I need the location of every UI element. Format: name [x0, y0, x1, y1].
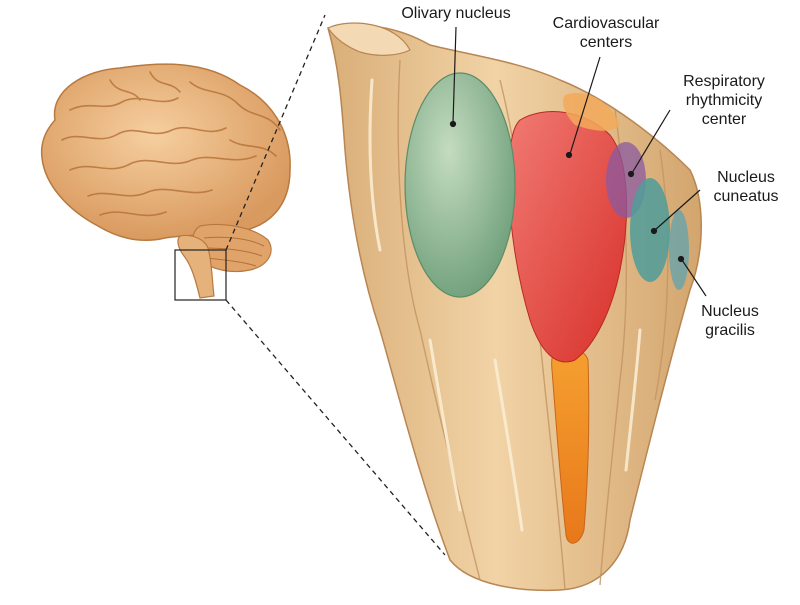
dot-resp	[627, 170, 635, 178]
label-olivary-nucleus: Olivary nucleus	[401, 5, 511, 22]
dot-olivary	[449, 120, 457, 128]
dot-cuneatus	[650, 227, 658, 235]
leader-olivary	[452, 26, 457, 124]
cardio-cap	[563, 93, 620, 131]
nucleus-gracilis	[669, 210, 689, 290]
medulla	[327, 22, 702, 592]
nucleus-cuneatus	[630, 178, 670, 282]
leader-cardio	[569, 56, 601, 155]
leader-cuneatus	[654, 189, 701, 231]
olivary-nucleus	[404, 72, 516, 298]
label-cardiovascular-centers: Cardiovascular centers	[552, 15, 660, 51]
dot-cardio	[565, 151, 573, 159]
label-nucleus-gracilis: Nucleus gracilis	[701, 303, 759, 339]
label-nucleus-cuneatus: Nucleus cuneatus	[713, 169, 779, 205]
leader-resp	[631, 109, 671, 174]
orange-column	[551, 347, 590, 544]
connector-top	[225, 14, 326, 251]
leader-gracilis	[681, 259, 707, 297]
label-respiratory-center: Respiratory rhythmicity center	[683, 73, 765, 128]
zoom-box	[174, 249, 227, 301]
dot-gracilis	[677, 255, 685, 263]
connector-bottom	[225, 299, 446, 556]
brain-icon	[40, 63, 291, 299]
